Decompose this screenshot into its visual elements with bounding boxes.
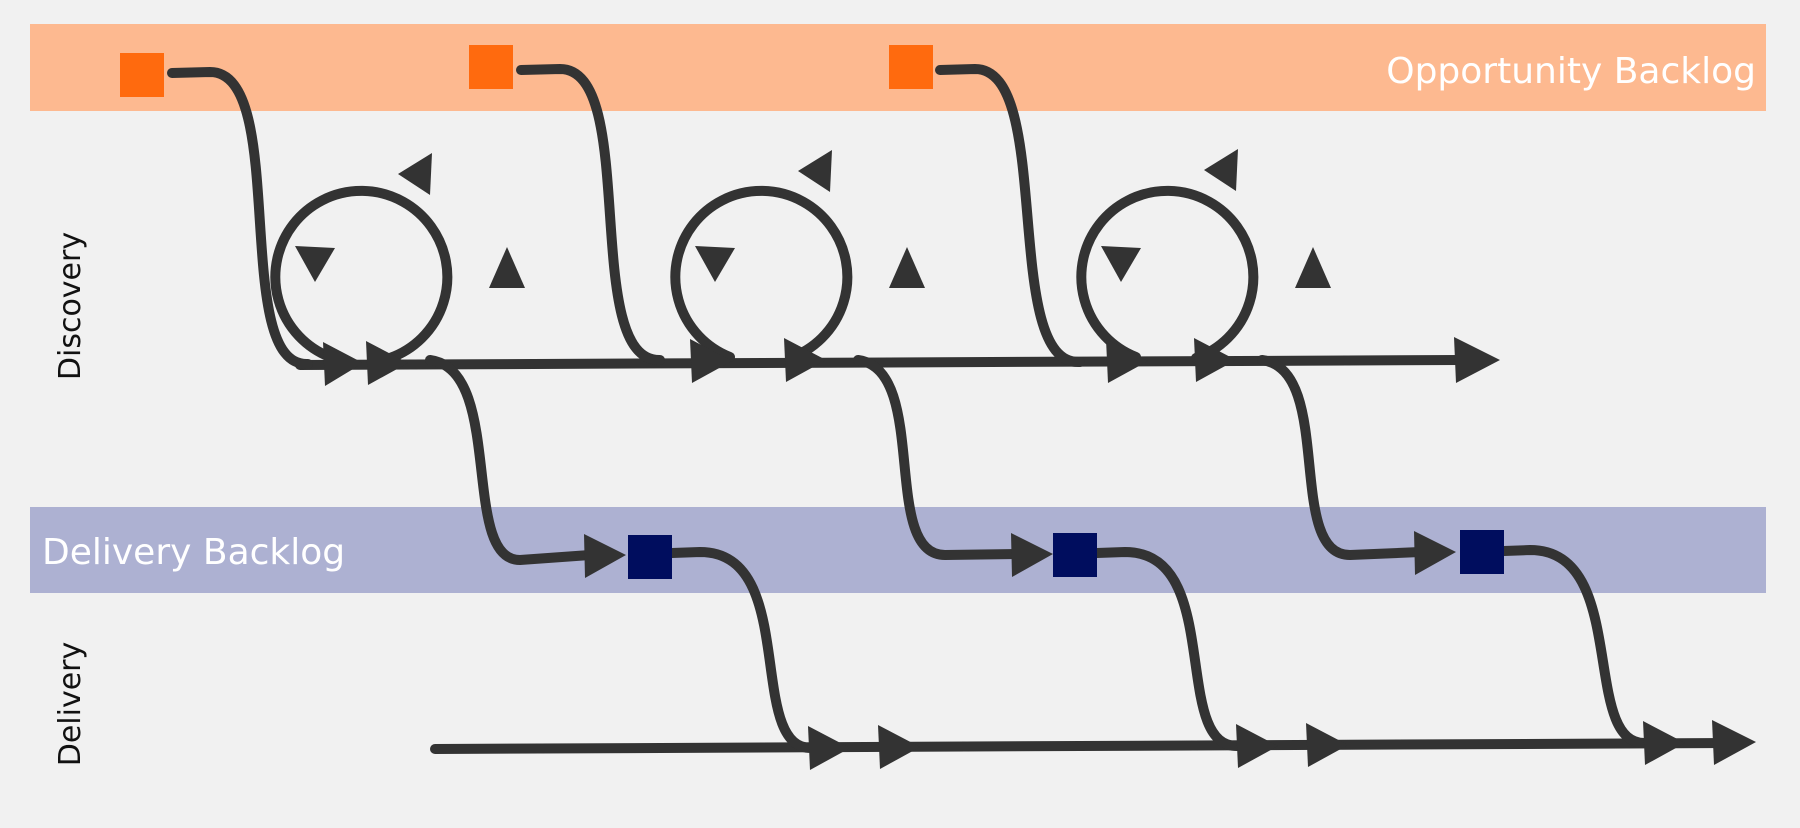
opportunity-flow-3 [935, 64, 1085, 368]
delivery-lane-label: Delivery [53, 642, 88, 767]
arrowhead [1236, 724, 1278, 768]
discovery-lane-label: Discovery [53, 232, 88, 380]
arrowhead [366, 341, 408, 385]
discovery-track-line [295, 355, 1465, 370]
loop-arrowhead [889, 247, 925, 288]
loop-arrowhead [489, 247, 525, 288]
backlog-to-delivery-flow-1 [667, 547, 817, 754]
arrowhead [1194, 338, 1236, 382]
opportunity-item-1 [120, 53, 164, 97]
arrowhead [878, 725, 920, 769]
backlog-to-delivery-flow-3 [1499, 545, 1650, 749]
delivery-item-2 [1053, 533, 1097, 577]
backlog-to-delivery-flow-2 [1092, 547, 1243, 752]
arrowhead [1643, 721, 1685, 765]
discovery-to-backlog-flow-1 [425, 355, 595, 565]
discovery-loop-3 [1076, 185, 1259, 363]
opportunity-item-2 [469, 45, 513, 89]
arrowhead [584, 534, 626, 578]
loop-arrowhead [1204, 149, 1238, 191]
delivery-backlog-label: Delivery Backlog [42, 532, 345, 573]
delivery-item-3 [1460, 530, 1504, 574]
delivery-item-1 [628, 535, 672, 579]
arrowhead [323, 342, 363, 386]
loop-arrowhead [798, 150, 832, 192]
loop-arrowhead [1101, 246, 1141, 282]
arrowhead [1712, 720, 1756, 765]
discovery-loop-1 [270, 185, 453, 363]
opportunity-backlog-label: Opportunity Backlog [1386, 51, 1756, 92]
discovery-to-backlog-flow-2 [853, 355, 1023, 560]
loop-arrowhead [1295, 247, 1331, 288]
loop-arrowhead [695, 246, 735, 282]
arrowhead [1306, 723, 1348, 767]
arrowhead [690, 339, 732, 383]
opportunity-flow-2 [516, 64, 665, 366]
arrowhead [1106, 339, 1148, 383]
arrowhead [1414, 531, 1456, 575]
loop-arrowhead [398, 153, 432, 195]
arrowhead [1454, 337, 1500, 383]
arrowhead [808, 726, 850, 770]
delivery-track-line [430, 738, 1735, 754]
loop-arrowhead [295, 246, 335, 282]
discovery-loop-2 [670, 185, 853, 363]
arrowhead [1011, 533, 1053, 577]
opportunity-flow-1 [167, 67, 313, 370]
arrowhead [784, 338, 826, 382]
discovery-to-backlog-flow-3 [1257, 355, 1425, 560]
opportunity-item-3 [889, 45, 933, 89]
